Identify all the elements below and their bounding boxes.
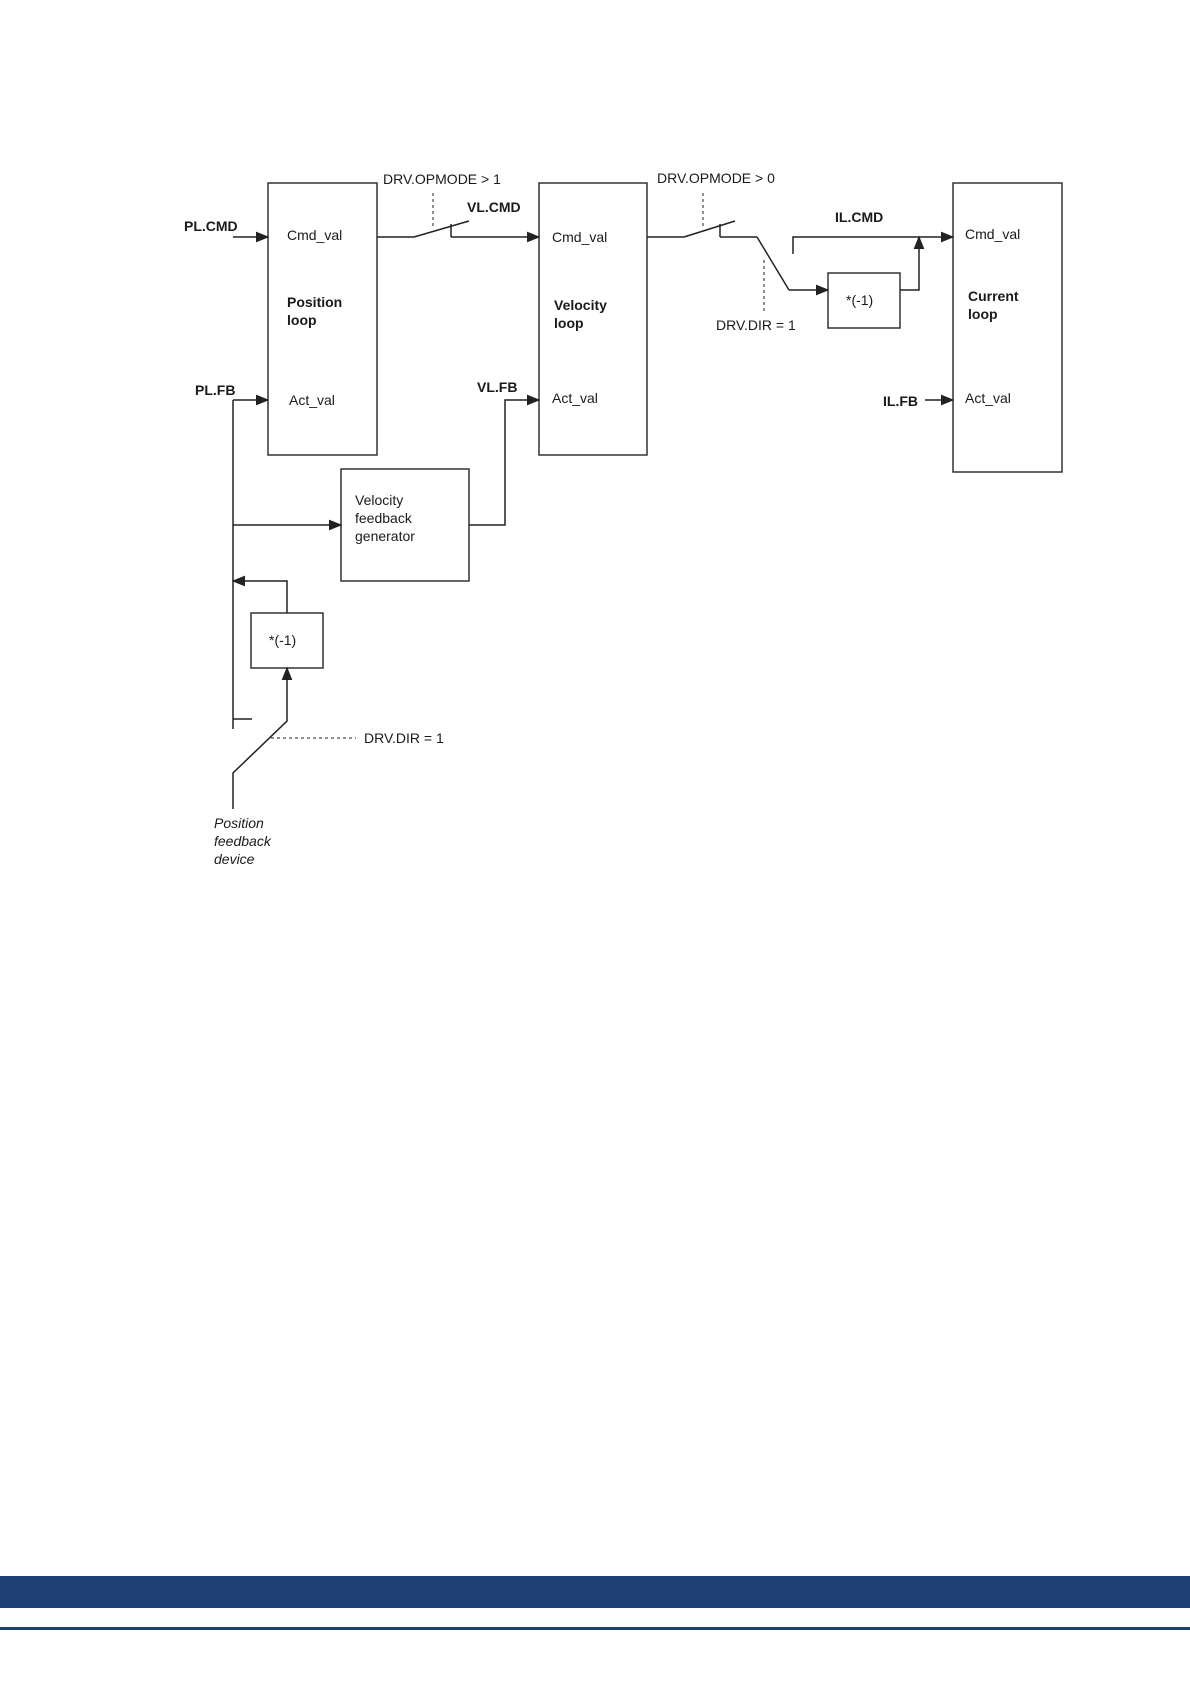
il-cmd-bypass-wire (793, 237, 953, 254)
vl-fb-label: VL.FB (477, 379, 517, 395)
velocity-loop-title-line1: Velocity (554, 297, 607, 313)
current-loop-title-line1: Current (968, 288, 1019, 304)
velocity-loop-act-port: Act_val (552, 390, 598, 406)
vl-fb-wire (469, 400, 539, 525)
vfg-label-line2: feedback (355, 510, 413, 526)
vfg-label-line3: generator (355, 528, 415, 544)
current-loop-cmd-port: Cmd_val (965, 226, 1020, 242)
pl-fb-label: PL.FB (195, 382, 235, 398)
pfd-label-line3: device (214, 851, 255, 867)
opmode-gt-0-label: DRV.OPMODE > 0 (657, 170, 775, 186)
current-loop-act-port: Act_val (965, 390, 1011, 406)
opmode-gt-1-label: DRV.OPMODE > 1 (383, 171, 501, 187)
vl-cmd-label: VL.CMD (467, 199, 521, 215)
velocity-loop-title-line2: loop (554, 315, 584, 331)
il-fb-label: IL.FB (883, 393, 918, 409)
position-loop-block (268, 183, 377, 455)
footer-rule (0, 1627, 1190, 1630)
inverter-top-output-wire (900, 237, 919, 290)
position-loop-act-port: Act_val (289, 392, 335, 408)
pfd-label-line1: Position (214, 815, 264, 831)
dir-bottom-label: DRV.DIR = 1 (364, 730, 444, 746)
inverter-bottom-return-wire (233, 581, 287, 613)
position-loop-title-line1: Position (287, 294, 342, 310)
position-loop-cmd-port: Cmd_val (287, 227, 342, 243)
vfg-label-line1: Velocity (355, 492, 403, 508)
footer-band (0, 1576, 1190, 1608)
dir-switch-blade-top (757, 237, 789, 290)
switch-opmode-0-blade (684, 221, 735, 237)
pl-cmd-label: PL.CMD (184, 218, 238, 234)
switch-opmode-1-blade (414, 221, 469, 237)
position-loop-title-line2: loop (287, 312, 317, 328)
il-cmd-label: IL.CMD (835, 209, 883, 225)
dir-top-label: DRV.DIR = 1 (716, 317, 796, 333)
inverter-bottom-label: *(-1) (269, 632, 296, 648)
pfd-label-line2: feedback (214, 833, 272, 849)
inverter-top-label: *(-1) (846, 292, 873, 308)
current-loop-title-line2: loop (968, 306, 998, 322)
velocity-loop-cmd-port: Cmd_val (552, 229, 607, 245)
